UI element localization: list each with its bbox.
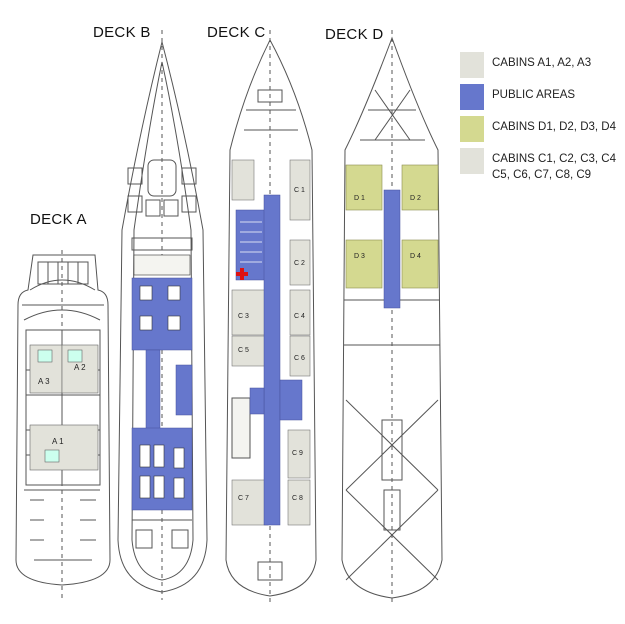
cabin-c5-area [231, 335, 269, 367]
legend-item-public-areas: PUBLIC AREAS [460, 84, 625, 116]
deck-c-title: DECK C [207, 24, 266, 41]
deck-b-title: DECK B [93, 24, 151, 41]
cabin-d3-label: D 3 [354, 253, 365, 260]
cabin-d2-area [401, 164, 439, 211]
deck-d-hull [341, 30, 443, 605]
legend-swatch-cabins-a [460, 52, 484, 78]
legend-label-cabins-c-line1: CABINS C1, C2, C3, C4 [492, 153, 616, 165]
cabin-c4-area [289, 289, 311, 336]
cabin-a3-label: A 3 [38, 377, 50, 386]
deck-d-title: DECK D [325, 26, 384, 43]
legend-swatch-cabins-c [460, 148, 484, 174]
legend-item-cabins-a: CABINS A1, A2, A3 [460, 52, 625, 84]
legend-label-cabins-a: CABINS A1, A2, A3 [492, 57, 592, 69]
deck-c-cabins [231, 159, 311, 526]
cabin-d1-area [345, 164, 383, 211]
legend-swatch-cabins-d [460, 116, 484, 142]
cabin-c4-label: C 4 [294, 313, 305, 320]
cabin-c1-area [289, 159, 311, 221]
deck-a-title: DECK A [30, 211, 87, 228]
cabin-c9-area [287, 429, 311, 479]
legend-label-cabins-d: CABINS D1, D2, D3, D4 [492, 121, 616, 133]
deck-d-cabins [345, 164, 439, 289]
legend-label-public-areas: PUBLIC AREAS [492, 89, 576, 101]
cabin-c7-label: C 7 [238, 495, 249, 502]
cabin-c3-label: C 3 [238, 313, 249, 320]
cabin-a2-label: A 2 [74, 363, 86, 372]
cabin-c5-label: C 5 [238, 347, 249, 354]
legend-label-cabins-c-line2: C5, C6, C7, C8, C9 [492, 169, 592, 181]
cabin-c6-area [289, 335, 311, 377]
cabin-d4-label: D 4 [410, 253, 421, 260]
cabin-c6-label: C 6 [294, 355, 305, 362]
legend-swatch-public-areas [460, 84, 484, 110]
deck-a-cabins [29, 344, 99, 471]
cabin-c2-area [289, 239, 311, 286]
cabin-a1-area [29, 424, 99, 471]
deck-b-furniture [133, 254, 191, 499]
cabin-d3-area [345, 239, 383, 289]
first-aid-icon [236, 268, 248, 280]
deck-d-public-areas [383, 189, 401, 309]
deck-c-stairs [240, 221, 262, 263]
cabin-c7-area [231, 479, 269, 526]
cabin-c3-area [231, 289, 269, 336]
cabin-c1-label: C 1 [294, 187, 305, 194]
cabin-c8-area [287, 479, 311, 526]
legend-label-cabins-c: CABINS C1, C2, C3, C4 C5, C6, C7, C8, C9 [492, 151, 622, 183]
cabin-d2-label: D 2 [410, 195, 421, 202]
cabin-c9-label: C 9 [292, 450, 303, 457]
cabin-a1-label: A 1 [52, 437, 64, 446]
legend-item-cabins-d: CABINS D1, D2, D3, D4 [460, 116, 625, 148]
legend-item-cabins-c: CABINS C1, C2, C3, C4 C5, C6, C7, C8, C9 [460, 148, 625, 188]
cabin-d4-area [401, 239, 439, 289]
cabin-c8-label: C 8 [292, 495, 303, 502]
cabin-c2-label: C 2 [294, 260, 305, 267]
cabin-d1-label: D 1 [354, 195, 365, 202]
